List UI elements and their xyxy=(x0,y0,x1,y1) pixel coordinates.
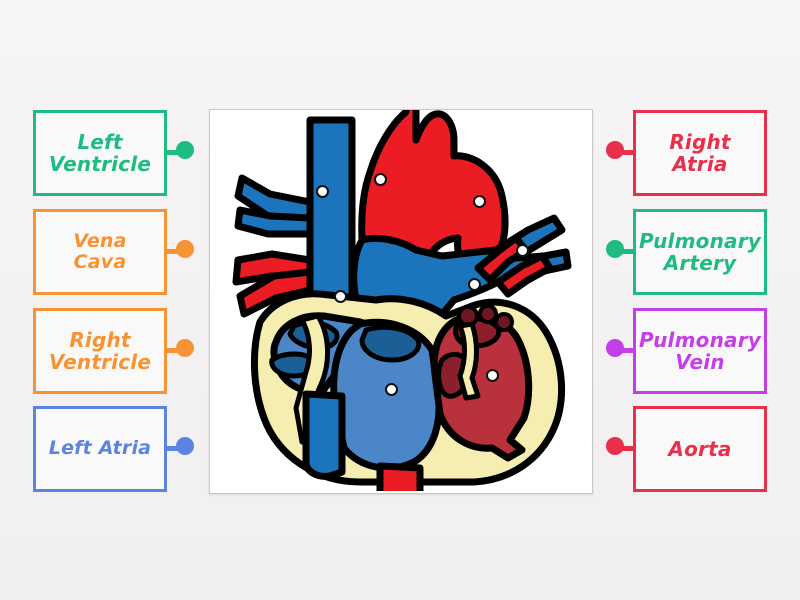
label-card-aorta[interactable]: Aorta xyxy=(633,406,767,492)
diagram-hotspot-8[interactable] xyxy=(485,368,499,382)
connector-stem-right-0 xyxy=(614,150,635,155)
label-card-text: Pulmonary Artery xyxy=(638,228,762,275)
connector-stem-left-0 xyxy=(165,150,186,155)
label-card-right-ventricle[interactable]: Right Ventricle xyxy=(33,308,167,394)
connector-stem-right-3 xyxy=(614,446,635,451)
label-card-text: Right Atria xyxy=(669,129,731,176)
label-card-left-ventricle[interactable]: Left Ventricle xyxy=(33,110,167,196)
connector-knob-aorta[interactable] xyxy=(606,437,624,455)
label-card-text: Aorta xyxy=(668,436,732,461)
diagram-hotspot-7[interactable] xyxy=(384,382,398,396)
connector-knob-pulmonary-artery[interactable] xyxy=(606,240,624,258)
connector-knob-right-ventricle[interactable] xyxy=(176,339,194,357)
label-card-right-atria[interactable]: Right Atria xyxy=(633,110,767,196)
label-card-pulmonary-vein[interactable]: Pulmonary Vein xyxy=(633,308,767,394)
label-card-vena-cava[interactable]: Vena Cava xyxy=(33,209,167,295)
connector-knob-pulmonary-vein[interactable] xyxy=(606,339,624,357)
connector-stem-left-1 xyxy=(165,249,186,254)
diagram-frame xyxy=(209,109,593,494)
connector-knob-left-ventricle[interactable] xyxy=(176,141,194,159)
label-card-left-atria[interactable]: Left Atria xyxy=(33,406,167,492)
diagram-hotspot-2[interactable] xyxy=(373,172,387,186)
connector-stem-right-2 xyxy=(614,348,635,353)
connector-knob-left-atria[interactable] xyxy=(176,437,194,455)
label-card-text: Vena Cava xyxy=(73,229,127,273)
label-card-text: Right Ventricle xyxy=(48,327,152,374)
diagram-hotspot-3[interactable] xyxy=(472,194,486,208)
connector-knob-right-atria[interactable] xyxy=(606,141,624,159)
heart-diagram-image xyxy=(232,110,572,491)
diagram-hotspot-1[interactable] xyxy=(315,184,329,198)
connector-knob-vena-cava[interactable] xyxy=(176,240,194,258)
label-card-text: Left Ventricle xyxy=(48,129,152,176)
diagram-hotspot-6[interactable] xyxy=(467,277,481,291)
label-card-text: Left Atria xyxy=(48,437,152,460)
label-card-pulmonary-artery[interactable]: Pulmonary Artery xyxy=(633,209,767,295)
diagram-hotspot-4[interactable] xyxy=(515,243,529,257)
diagram-hotspot-5[interactable] xyxy=(333,289,347,303)
connector-stem-right-1 xyxy=(614,249,635,254)
connector-stem-left-3 xyxy=(165,446,186,451)
label-card-text: Pulmonary Vein xyxy=(638,327,762,374)
connector-stem-left-2 xyxy=(165,348,186,353)
